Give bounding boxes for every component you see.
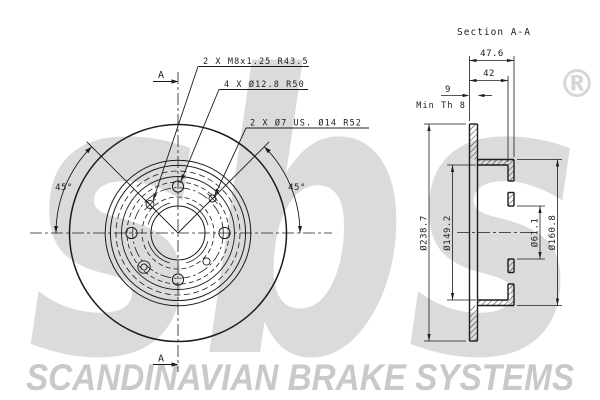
- section-title: Section A-A: [457, 27, 531, 38]
- dim-hat-outer-diameter-label: Ø160.8: [547, 215, 558, 251]
- angle-arc-arrows: [54, 146, 302, 233]
- section-marker-top: A: [153, 70, 179, 84]
- dim-overall-width: 47.6: [469, 49, 514, 63]
- diagonal-45-right: [177, 141, 270, 234]
- section-outline: [468, 123, 515, 342]
- angle-arc-left: [55, 146, 93, 234]
- dim-center-bore-label: Ø61.1: [530, 218, 541, 248]
- callout-locating-holes: 2 X Ø7 US. Ø14 R52: [214, 118, 369, 196]
- section-marker-bottom-label: A: [158, 354, 164, 365]
- callout-lug-holes-label: 4 X Ø12.8 R50: [224, 79, 305, 90]
- dim-outer-diameter: Ø238.7: [419, 124, 431, 341]
- section-marker-bottom: A: [153, 354, 179, 367]
- diagonal-45-left: [86, 141, 179, 234]
- dim-disc-thickness-label: 9: [445, 85, 451, 95]
- angle-arc-right: [263, 146, 301, 234]
- section-hatching: [469, 124, 514, 341]
- dim-hat-depth: 42: [469, 69, 508, 83]
- front-view: 45° 45° 2 X M8x1.25 R43.5 4 X Ø12.8 R50 …: [30, 57, 369, 372]
- service-hole-lower-right: [202, 257, 211, 266]
- watermark-footer: SCANDINAVIAN BRAKE SYSTEMS: [26, 357, 574, 398]
- callout-service-holes: 2 X M8x1.25 R43.5: [152, 57, 309, 201]
- dim-hat-inner-diameter-label: Ø149.2: [442, 215, 453, 251]
- dim-center-bore: Ø61.1: [530, 206, 542, 259]
- dim-overall-width-label: 47.6: [480, 49, 504, 59]
- angle-label-left: 45°: [55, 183, 73, 193]
- callout-service-holes-label: 2 X M8x1.25 R43.5: [203, 57, 309, 67]
- angle-label-right: 45°: [288, 183, 306, 193]
- registered-trademark-icon: ®: [558, 62, 596, 106]
- dim-hat-outer-diameter: Ø160.8: [547, 159, 560, 306]
- callout-lug-holes: 4 X Ø12.8 R50: [180, 79, 308, 182]
- section-marker-top-label: A: [158, 70, 164, 81]
- callout-locating-holes-label: 2 X Ø7 US. Ø14 R52: [250, 118, 362, 129]
- min-thickness-note: Min Th 8: [416, 101, 466, 111]
- dim-outer-diameter-label: Ø238.7: [419, 215, 430, 251]
- countersunk-hole-lower-left: [137, 260, 151, 274]
- section-view: Section A-A: [416, 27, 562, 342]
- dim-hat-inner-diameter: Ø149.2: [442, 165, 455, 300]
- dim-disc-thickness: 9: [441, 85, 492, 98]
- dim-hat-depth-label: 42: [483, 69, 495, 79]
